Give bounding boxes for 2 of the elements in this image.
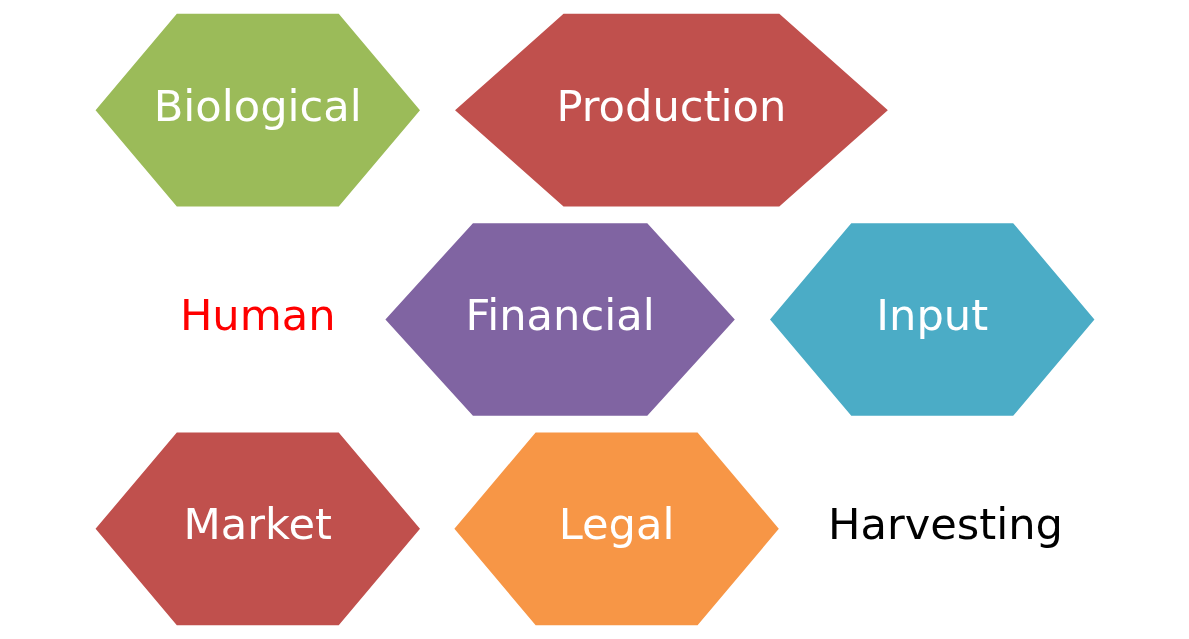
label: Harvesting	[827, 499, 1063, 550]
label: Human	[179, 289, 336, 340]
